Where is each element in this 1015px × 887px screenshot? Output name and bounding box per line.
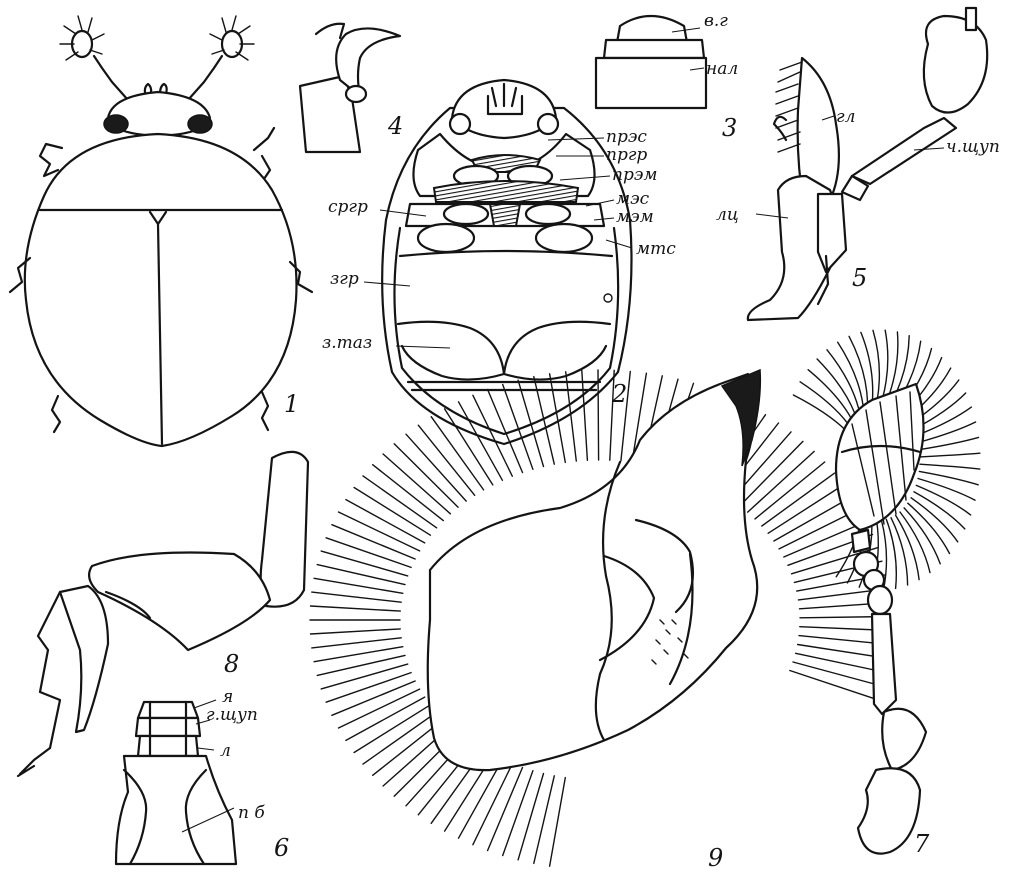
figure-9-fringed-plate: 9 bbox=[310, 370, 890, 872]
label-g-shchup: г.щуп bbox=[206, 705, 258, 725]
label-l: л bbox=[220, 741, 231, 761]
label-ya: я bbox=[222, 687, 233, 707]
label-nal: нал bbox=[706, 59, 738, 79]
label-maes: мэс bbox=[616, 189, 650, 209]
seta bbox=[354, 705, 430, 753]
antenna-club-right bbox=[210, 16, 254, 60]
seta bbox=[768, 485, 844, 534]
seta bbox=[363, 712, 437, 764]
seta bbox=[518, 774, 543, 860]
figure-4-claw: 4 bbox=[300, 24, 403, 152]
club-seta bbox=[882, 330, 888, 400]
figure-1-beetle-dorsal: 1 bbox=[10, 16, 312, 446]
club-seta bbox=[920, 464, 980, 469]
seta bbox=[748, 451, 815, 512]
seta bbox=[418, 425, 474, 495]
club-seta bbox=[886, 519, 896, 588]
figure-3-number: 3 bbox=[722, 114, 737, 142]
figure-6-number: 6 bbox=[274, 834, 289, 862]
label-ch-shchup: ч.щуп bbox=[946, 137, 1000, 157]
label-lc: лц bbox=[716, 205, 739, 225]
figure-1-number: 1 bbox=[284, 390, 299, 418]
seta bbox=[762, 473, 835, 526]
figure-4-number: 4 bbox=[387, 112, 403, 140]
figure-3-head-segment: в.г нал 3 bbox=[596, 11, 738, 142]
club-seta bbox=[873, 330, 879, 400]
seta bbox=[394, 444, 458, 508]
club-seta bbox=[918, 422, 975, 443]
label-pb: п б bbox=[238, 803, 265, 823]
seta bbox=[790, 671, 875, 699]
label-ztaz: з.таз bbox=[322, 333, 372, 353]
label-maem: мэм bbox=[616, 207, 654, 227]
club-seta bbox=[817, 359, 855, 413]
label-praem: прэм bbox=[612, 165, 657, 185]
club-seta bbox=[827, 350, 859, 409]
club-seta bbox=[919, 471, 978, 484]
figure-7-number: 7 bbox=[914, 830, 930, 858]
figure-5-number: 5 bbox=[852, 264, 867, 292]
seta bbox=[311, 629, 401, 634]
figure-6-labium: я г.щуп л п б 6 bbox=[116, 687, 289, 864]
club-seta bbox=[920, 453, 980, 457]
figure-5-maxilla: гл ч.щуп лц 5 bbox=[716, 8, 1000, 320]
seta bbox=[503, 771, 533, 856]
seta bbox=[793, 662, 880, 686]
antenna-club-left bbox=[60, 16, 104, 60]
figure-7-antenna: 7 bbox=[793, 330, 980, 858]
seta bbox=[311, 606, 401, 611]
seta bbox=[312, 592, 401, 602]
seta bbox=[755, 462, 825, 519]
seta bbox=[550, 778, 566, 867]
seta bbox=[534, 776, 555, 864]
label-mts: мтс bbox=[636, 239, 676, 259]
seta bbox=[406, 434, 466, 501]
seta bbox=[312, 638, 401, 648]
seta bbox=[373, 465, 444, 521]
club-seta bbox=[891, 518, 908, 585]
figure-9-number: 9 bbox=[708, 844, 723, 872]
label-vg: в.г bbox=[704, 11, 728, 31]
seta bbox=[321, 551, 408, 576]
club-seta bbox=[914, 492, 965, 529]
club-seta bbox=[838, 342, 863, 405]
seta bbox=[598, 370, 599, 460]
label-prgr: пргр bbox=[606, 145, 647, 165]
label-praes: прэс bbox=[606, 127, 647, 147]
seta bbox=[383, 454, 450, 514]
seta bbox=[354, 488, 430, 536]
figure-8-number: 8 bbox=[224, 650, 239, 678]
seta bbox=[321, 664, 408, 689]
label-srgr: сргр bbox=[328, 197, 368, 217]
label-gl: гл bbox=[836, 107, 855, 127]
label-zgr: згр bbox=[330, 269, 359, 289]
figure-2-beetle-ventral: прэс пргр прэм мэс мэм мтс сргр згр з.та… bbox=[322, 80, 676, 444]
seta bbox=[363, 476, 437, 528]
